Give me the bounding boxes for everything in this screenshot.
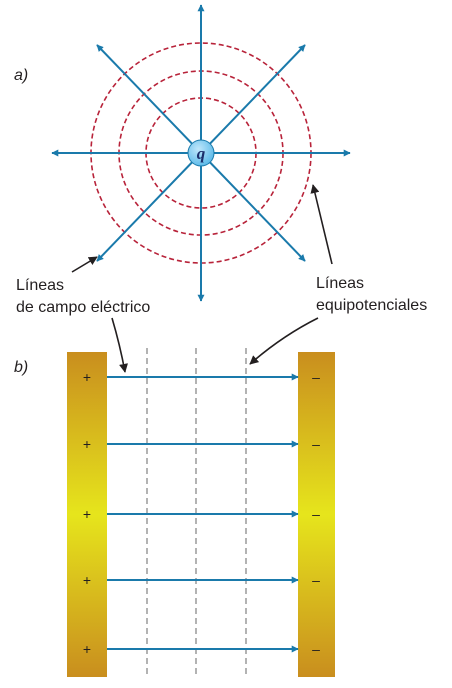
part-b-label: b) xyxy=(14,359,28,376)
caption-equipotential: Líneas equipotenciales xyxy=(316,275,427,314)
caption-field-lines: Líneas de campo eléctrico xyxy=(16,277,150,316)
radial-field-lines xyxy=(51,4,351,302)
plate-equipotential-lines xyxy=(146,348,247,677)
pointer-arrows xyxy=(71,184,333,373)
field-line-down-right xyxy=(200,152,306,262)
caption-equipotential-line1: Líneas xyxy=(316,275,364,292)
pointer-to-plate-equipotential xyxy=(249,317,319,365)
charge-circle xyxy=(187,139,215,167)
field-line-down-left xyxy=(96,152,202,262)
part-a-label: a) xyxy=(14,67,28,84)
positive-sign: + xyxy=(83,506,91,522)
positive-plate xyxy=(67,352,107,677)
positive-sign: + xyxy=(83,641,91,657)
field-line-up-right xyxy=(200,44,306,154)
positive-sign: + xyxy=(83,572,91,588)
uniform-field-lines xyxy=(107,373,299,653)
positive-sign: + xyxy=(83,436,91,452)
negative-sign: – xyxy=(312,436,320,452)
caption-field-lines-line1: Líneas xyxy=(16,277,64,294)
point-charge: q xyxy=(187,139,215,167)
negative-sign: – xyxy=(312,572,320,588)
charge-label: q xyxy=(197,144,206,163)
negative-sign: – xyxy=(312,369,320,385)
negative-plate xyxy=(298,352,335,677)
negative-signs: – – – – – xyxy=(312,369,320,657)
negative-sign: – xyxy=(312,506,320,522)
caption-field-lines-line2: de campo eléctrico xyxy=(16,299,150,316)
pointer-to-radial-field-line xyxy=(71,256,98,273)
positive-sign: + xyxy=(83,369,91,385)
caption-equipotential-line2: equipotenciales xyxy=(316,297,427,314)
positive-signs: + + + + + xyxy=(83,369,91,657)
negative-sign: – xyxy=(312,641,320,657)
field-line-up-left xyxy=(96,44,202,154)
pointer-to-equipotential-circle xyxy=(310,184,333,265)
pointer-to-plate-field-line xyxy=(111,317,128,373)
